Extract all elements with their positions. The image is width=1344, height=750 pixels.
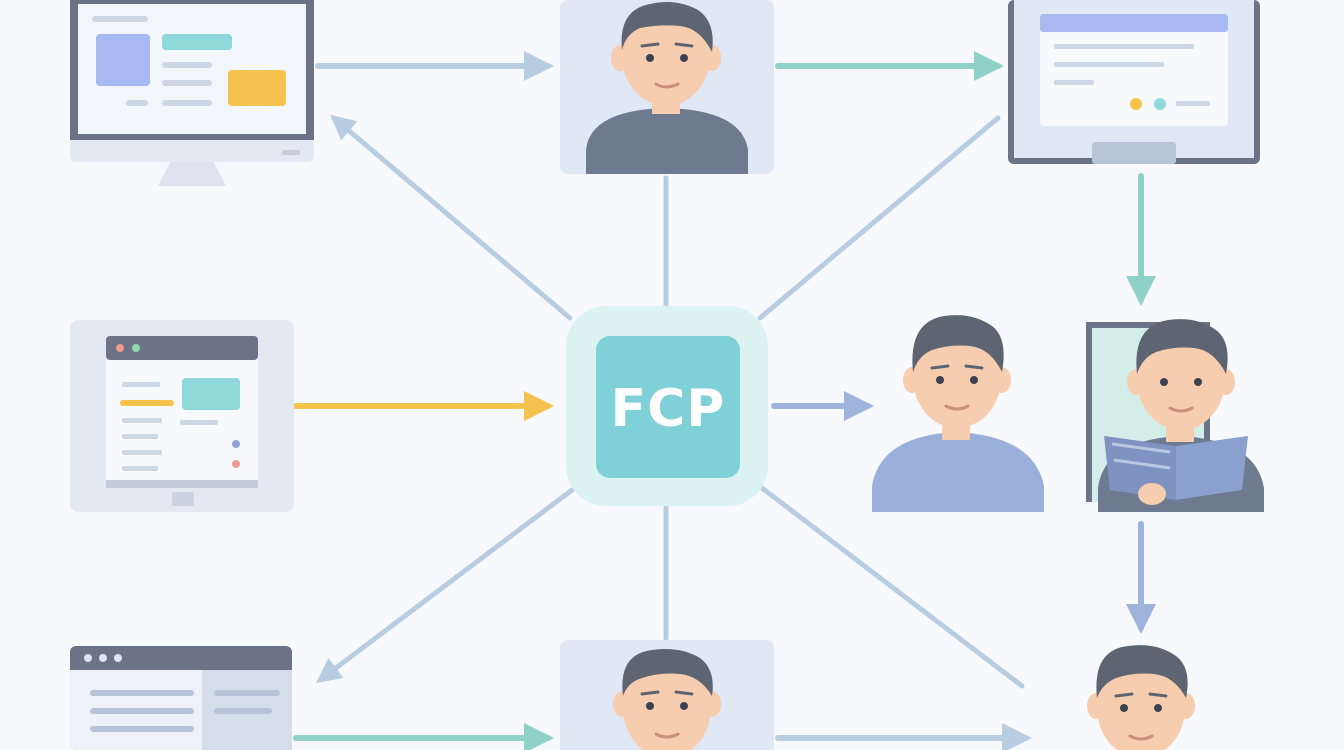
person-bottom-right [1087,645,1195,750]
line-hub-to-monitor-top-right [757,115,1001,321]
person-icon [586,2,748,174]
hub-node: FCP [566,306,768,506]
person-reading-book-icon [1098,319,1264,512]
line-hub-to-person-bottom-right [759,485,1025,689]
person-card-bottom-center [560,640,774,750]
person-card-top-center [560,0,774,174]
browser-window-bottom-left [70,646,292,750]
person-icon [872,315,1044,512]
monitor-top-right [1008,0,1260,164]
person-middle-right [872,315,1044,512]
browser-window-middle-left [70,320,294,512]
arrow-hub-to-monitor-top-left [330,114,573,321]
person-icon [1087,645,1195,750]
connectors [293,51,1156,750]
arrow-hub-to-browser-bottom [316,487,575,684]
person-icon [613,649,721,750]
hub-label: FCP [611,379,726,439]
person-reading-right [1086,319,1264,512]
desktop-monitor-top-left [70,0,314,186]
